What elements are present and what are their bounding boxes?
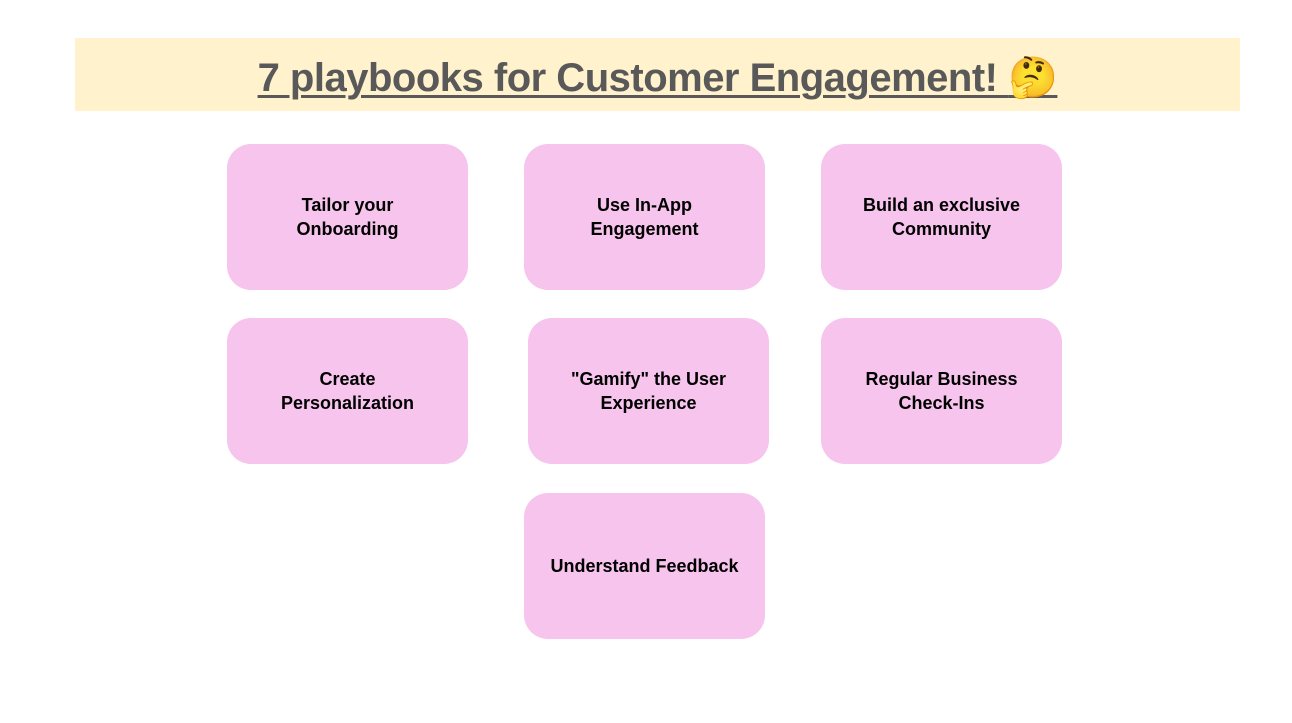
playbook-label: Create Personalization: [280, 369, 415, 413]
title-text: 7 playbooks for Customer Engagement!: [257, 56, 998, 100]
playbook-card-community: Build an exclusive Community: [821, 144, 1062, 290]
playbook-label: "Gamify" the User Experience: [570, 369, 727, 413]
playbook-card-onboarding: Tailor your Onboarding: [227, 144, 468, 290]
playbook-card-in-app: Use In-App Engagement: [524, 144, 765, 290]
playbook-card-feedback: Understand Feedback: [524, 493, 765, 639]
title-banner: 7 playbooks for Customer Engagement! 🤔: [75, 38, 1240, 111]
playbook-label: Tailor your Onboarding: [296, 195, 399, 239]
playbook-label: Regular Business Check-Ins: [865, 369, 1018, 413]
playbook-label: Use In-App Engagement: [590, 195, 699, 239]
playbook-card-personalization: Create Personalization: [227, 318, 468, 464]
thinking-face-icon: 🤔: [1008, 56, 1058, 100]
playbook-label: Build an exclusive Community: [862, 195, 1021, 239]
playbook-card-gamify: "Gamify" the User Experience: [528, 318, 769, 464]
page-title: 7 playbooks for Customer Engagement! 🤔: [75, 54, 1240, 101]
playbook-label: Understand Feedback: [550, 556, 739, 576]
playbook-card-check-ins: Regular Business Check-Ins: [821, 318, 1062, 464]
